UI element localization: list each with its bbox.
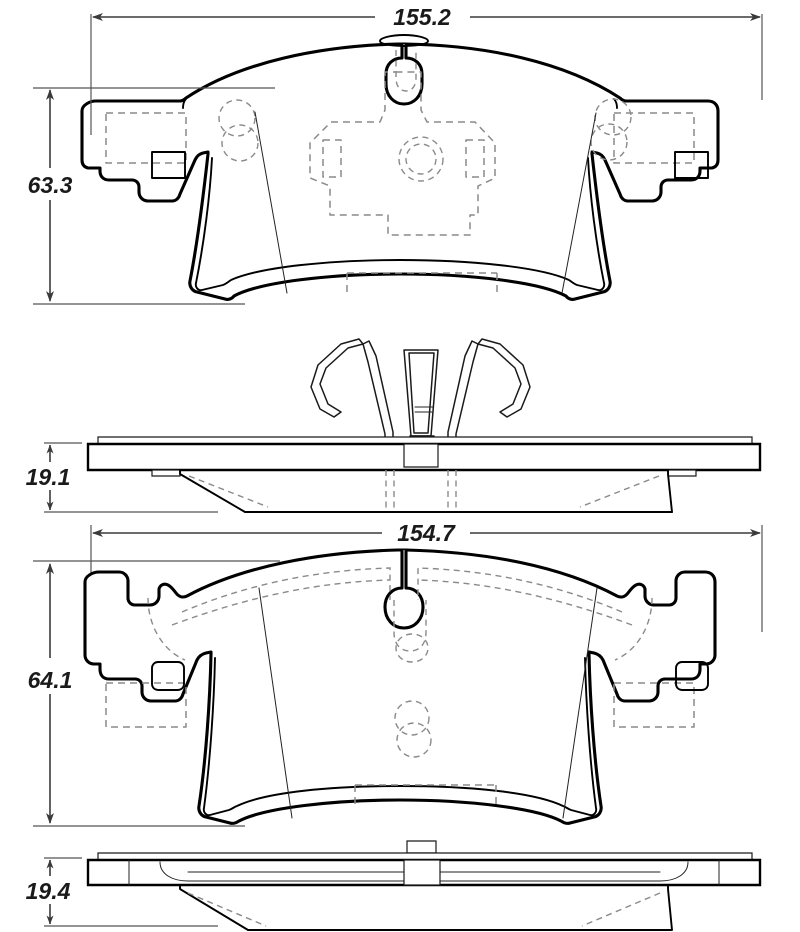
outer-side-right-chamfer-hidden	[579, 475, 660, 508]
outer-center-boss-inner	[405, 143, 437, 175]
inner-pad-side-view	[86, 840, 762, 931]
inner-friction-inner-edge	[202, 657, 598, 817]
dimension-inner-pad-width: 154.7	[90, 520, 763, 665]
retaining-spring-clip	[310, 338, 531, 448]
dimension-label-191: 19.1	[26, 464, 71, 490]
outer-side-right-lip	[667, 469, 697, 477]
clip-left-inner-arm	[362, 340, 394, 444]
dimension-outer-pad-height: 63.3	[28, 87, 275, 305]
outer-hidden-right-slot	[465, 139, 485, 178]
outer-left-hole-lower	[221, 124, 259, 162]
inner-upper-slot-hole	[395, 633, 429, 663]
outer-right-chamfer-line	[561, 112, 597, 294]
dimension-label-1547: 154.7	[397, 520, 456, 546]
outer-side-left-chamfer-hidden	[188, 475, 269, 508]
inner-lower-chamfer-slot	[354, 784, 497, 806]
inner-right-sensor-lug	[675, 661, 709, 691]
clip-right-outer-leg	[477, 338, 531, 418]
outer-left-ear-fold	[182, 98, 187, 109]
inner-side-radius-left	[159, 861, 405, 882]
friction-material-inner-edge	[194, 157, 606, 292]
dimension-label-641: 64.1	[28, 667, 73, 693]
dimension-label-633: 63.3	[28, 172, 73, 198]
outer-left-hole-upper	[218, 99, 256, 137]
inner-left-chamfer-line	[258, 587, 293, 819]
inner-pad-front-view	[83, 548, 717, 825]
outer-left-sensor-lug	[151, 151, 186, 179]
outer-center-boss-outer	[398, 136, 444, 182]
inner-side-friction-material	[179, 884, 673, 931]
inner-side-center-tab	[406, 840, 437, 854]
outer-side-clip-stem	[403, 443, 439, 468]
outer-lower-chamfer-slot	[346, 272, 498, 296]
dimension-outer-pad-width: 155.2	[90, 4, 763, 135]
clip-center-tab-inner	[408, 352, 435, 434]
inner-lower-hole-upper	[394, 700, 430, 736]
outer-side-friction-material	[179, 469, 673, 513]
dimension-label-194: 19.4	[26, 878, 71, 904]
outer-pad-side-view	[86, 436, 762, 513]
outer-left-chamfer-line	[254, 111, 288, 294]
inner-center-notch	[383, 548, 425, 630]
inner-right-ear-hidden-rect	[613, 682, 695, 728]
inner-top-hidden-arc-2	[171, 579, 391, 626]
dimension-inner-pad-height: 64.1	[28, 560, 280, 827]
outer-center-clip-slot	[384, 42, 424, 106]
outer-side-left-lip	[151, 469, 181, 477]
inner-left-ear-hidden-rect	[105, 682, 187, 728]
inner-left-sensor-lug	[151, 661, 185, 691]
outer-hidden-left-slot	[322, 139, 342, 178]
outer-right-ear-hidden-rect	[613, 112, 695, 164]
dimension-label-155: 155.2	[393, 4, 451, 30]
outer-right-sensor-lug	[674, 151, 709, 179]
inner-side-radius-right	[439, 861, 689, 882]
inner-pad-body-outline	[83, 548, 717, 825]
dimension-outer-pad-thickness: 19.1	[26, 442, 218, 513]
outer-left-ear-hidden-rect	[105, 112, 187, 164]
inner-side-left-chamfer-hidden	[187, 892, 267, 927]
clip-left-outer-leg	[310, 338, 364, 418]
inner-top-hidden-arc-1	[181, 567, 391, 613]
outer-backing-plate-hidden-outline	[309, 71, 496, 236]
inner-side-center-stem	[403, 859, 441, 886]
outer-pad-body-outline	[80, 42, 720, 301]
inner-lower-hole-lower	[396, 722, 432, 758]
outer-clip-slot-hidden-arc	[395, 50, 417, 92]
inner-right-chamfer-line	[562, 587, 598, 819]
clip-right-inner-arm	[447, 340, 479, 444]
inner-side-right-chamfer-hidden	[581, 892, 661, 927]
dimension-inner-pad-thickness: 19.4	[26, 857, 218, 927]
outer-clip-cap	[379, 34, 429, 47]
inner-top-hidden-arc-4	[417, 579, 633, 626]
outer-pad-front-view	[80, 34, 720, 301]
